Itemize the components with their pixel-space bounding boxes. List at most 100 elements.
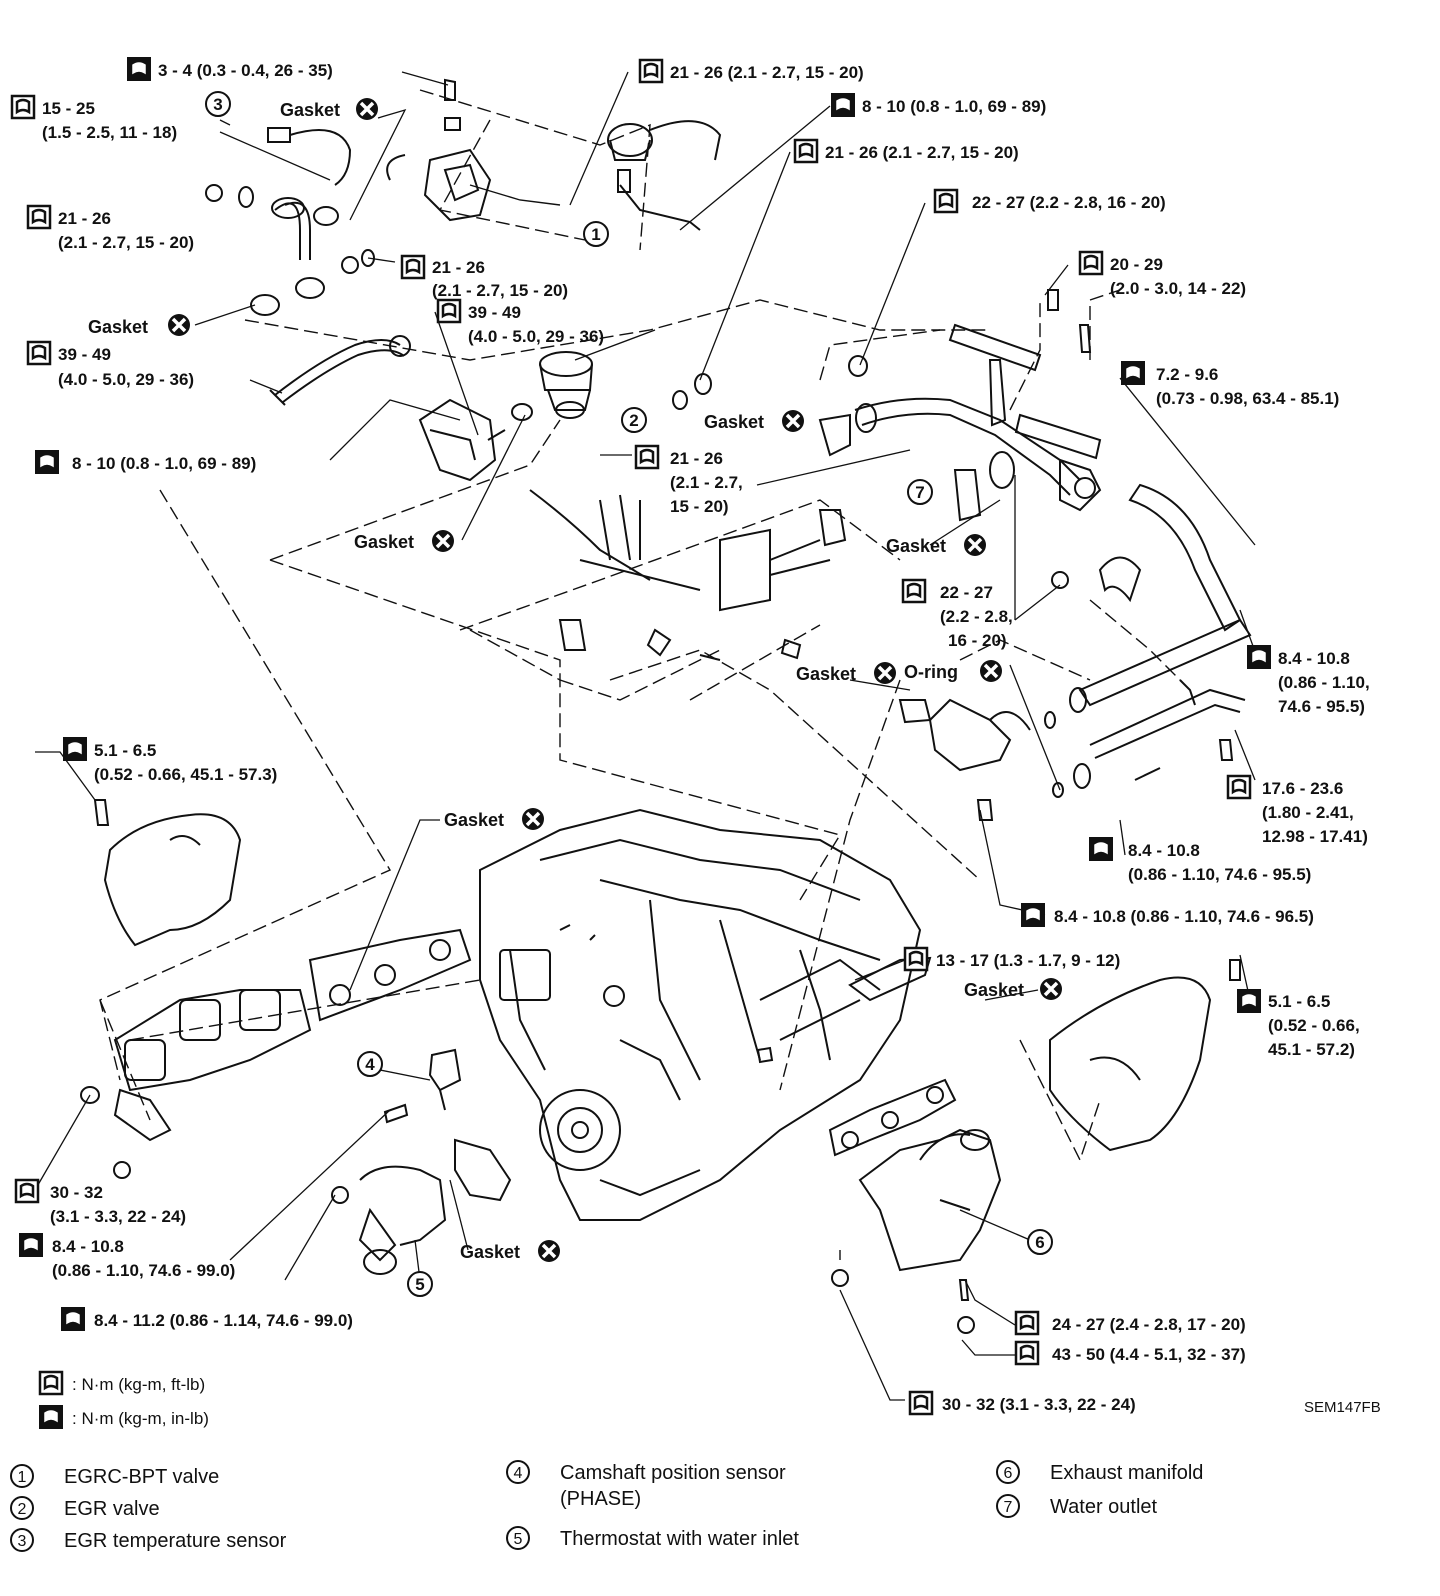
svg-text:8.4 - 10.8: 8.4 - 10.8 (1128, 841, 1200, 860)
callout-1: 1 (583, 221, 609, 247)
svg-text:8.4 - 11.2 (0.86 - 1.14, 74.6: 8.4 - 11.2 (0.86 - 1.14, 74.6 - 99.0) (94, 1311, 353, 1330)
svg-text:24 - 27 (2.4 - 2.8, 17 - 20): 24 - 27 (2.4 - 2.8, 17 - 20) (1052, 1315, 1246, 1334)
egrc-bpt-valve-assembly (386, 78, 722, 231)
svg-text:(0.86 - 1.10,: (0.86 - 1.10, (1278, 673, 1370, 692)
svg-text:21 - 26: 21 - 26 (432, 258, 485, 277)
svg-text:16 - 20): 16 - 20) (948, 631, 1007, 650)
part-name: Thermostat with water inlet (560, 1528, 799, 1550)
right-heat-insulator (1049, 959, 1241, 1152)
svg-text:8 - 10 (0.8 - 1.0, 69 - 89): 8 - 10 (0.8 - 1.0, 69 - 89) (862, 97, 1046, 116)
torque-label-18: 17.6 - 23.6 (1.80 - 2.41, 12.98 - 17.41) (1226, 774, 1368, 846)
torque-label-8: 21 - 26 (2.1 - 2.7, 15 - 20) (400, 254, 568, 300)
svg-text:5.1 - 6.5: 5.1 - 6.5 (1268, 992, 1330, 1011)
svg-text:Gasket: Gasket (886, 536, 946, 556)
torque-label-15: 22 - 27 (2.2 - 2.8, 16 - 20) (901, 578, 1013, 650)
part-name: EGR temperature sensor (64, 1530, 287, 1552)
svg-text:(0.52 - 0.66,: (0.52 - 0.66, (1268, 1016, 1360, 1035)
svg-text:17.6 - 23.6: 17.6 - 23.6 (1262, 779, 1343, 798)
svg-text:15 - 20): 15 - 20) (670, 497, 729, 516)
torque-label-10: 39 - 49 (4.0 - 5.0, 29 - 36) (436, 298, 604, 346)
torque-label-23: 30 - 32 (3.1 - 3.3, 22 - 24) (14, 1178, 186, 1226)
gasket-label-4: Gasket (354, 528, 456, 554)
svg-text:30 - 32: 30 - 32 (50, 1183, 103, 1202)
left-heat-insulator (93, 799, 242, 947)
svg-text:Gasket: Gasket (354, 532, 414, 552)
svg-text:3 - 4 (0.3 - 0.4, 26 - 35): 3 - 4 (0.3 - 0.4, 26 - 35) (158, 61, 333, 80)
svg-text:2: 2 (629, 411, 638, 430)
svg-text:21 - 26: 21 - 26 (58, 209, 111, 228)
egr-pipe (269, 335, 411, 406)
svg-text:74.6 - 95.5): 74.6 - 95.5) (1278, 697, 1365, 716)
svg-text:(2.2 - 2.8,: (2.2 - 2.8, (940, 607, 1013, 626)
torque-label-26: 24 - 27 (2.4 - 2.8, 17 - 20) (1014, 1310, 1246, 1336)
torque-label-22: 5.1 - 6.5 (0.52 - 0.66, 45.1 - 57.2) (1237, 989, 1360, 1059)
replace-icon (520, 806, 546, 832)
egr-passage-bracket (418, 398, 506, 482)
replace-icon (978, 658, 1004, 684)
camshaft-position-sensor (383, 1048, 462, 1124)
callout-number: 3 (10, 1528, 34, 1552)
torque-label-5: 21 - 26 (2.1 - 2.7, 15 - 20) (793, 138, 1019, 164)
svg-text:(3.1 - 3.3, 22 - 24): (3.1 - 3.3, 22 - 24) (50, 1207, 186, 1226)
svg-text:15 - 25: 15 - 25 (42, 99, 95, 118)
torque-label-27: 43 - 50 (4.4 - 5.1, 32 - 37) (1014, 1340, 1246, 1366)
torque-label-16: 8.4 - 10.8 (0.86 - 1.10, 74.6 - 95.5) (1247, 645, 1370, 716)
svg-text:(2.1 - 2.7,: (2.1 - 2.7, (670, 473, 743, 492)
torque-label-3: 15 - 25 (1.5 - 2.5, 11 - 18) (10, 94, 177, 142)
torque-label-11: 39 - 49 (4.0 - 5.0, 29 - 36) (26, 340, 194, 389)
callout-4: 4 (357, 1051, 383, 1077)
torque-label-6: 21 - 26 (2.1 - 2.7, 15 - 20) (26, 204, 194, 252)
callout-number: 6 (996, 1460, 1020, 1484)
torque-label-13: 8 - 10 (0.8 - 1.0, 69 - 89) (35, 450, 256, 474)
torque-in-lb-icon (39, 1405, 63, 1429)
svg-text:(0.86 - 1.10, 74.6 - 95.5): (0.86 - 1.10, 74.6 - 95.5) (1128, 865, 1311, 884)
water-outlet (818, 289, 1242, 632)
svg-text:Gasket: Gasket (460, 1242, 520, 1262)
torque-label-28: 30 - 32 (3.1 - 3.3, 22 - 24) (908, 1390, 1136, 1416)
svg-text:(0.52 - 0.66, 45.1 - 57.3): (0.52 - 0.66, 45.1 - 57.3) (94, 765, 277, 784)
replace-icon (430, 528, 456, 554)
parts-key-item: 5 Thermostat with water inlet (506, 1526, 799, 1552)
gasket-label-1: Gasket (280, 96, 380, 122)
engine-top-gasket (756, 956, 932, 1064)
exploded-view-diagram: 3 - 4 (0.3 - 0.4, 26 - 35) 21 - 26 (2.1 … (10, 57, 1381, 1429)
svg-text:(2.1 - 2.7, 15 - 20): (2.1 - 2.7, 15 - 20) (58, 233, 194, 252)
torque-label-9: 20 - 29 (2.0 - 3.0, 14 - 22) (1078, 250, 1246, 298)
svg-text:Gasket: Gasket (796, 664, 856, 684)
parts-key-list: 1 EGRC-BPT valve 2 EGR valve 3 EGR tempe… (0, 1446, 1440, 1596)
egr-tube (205, 184, 375, 316)
parts-key-item: 1 EGRC-BPT valve (10, 1464, 219, 1490)
torque-label-7: 22 - 27 (2.2 - 2.8, 16 - 20) (933, 188, 1166, 214)
torque-label-4: 8 - 10 (0.8 - 1.0, 69 - 89) (831, 93, 1046, 117)
engine-block (479, 808, 922, 1221)
torque-label-1: 3 - 4 (0.3 - 0.4, 26 - 35) (127, 57, 333, 81)
replace-icon (1038, 976, 1064, 1002)
part-name: EGRC-BPT valve (64, 1466, 220, 1488)
leader-lines (34, 71, 1259, 1401)
torque-label-17: 5.1 - 6.5 (0.52 - 0.66, 45.1 - 57.3) (63, 737, 277, 784)
water-pipe-oring (898, 698, 1064, 821)
svg-text:8.4 - 10.8: 8.4 - 10.8 (1278, 649, 1350, 668)
svg-text:O-ring: O-ring (904, 662, 958, 682)
svg-text:20 - 29: 20 - 29 (1110, 255, 1163, 274)
gasket-label-8: Gasket (964, 976, 1064, 1002)
svg-text:39 - 49: 39 - 49 (58, 345, 111, 364)
parts-key-item: 4 Camshaft position sensor (PHASE) (506, 1460, 850, 1512)
gasket-label-3: Gasket (704, 408, 806, 434)
svg-text:6: 6 (1035, 1233, 1044, 1252)
part-name: EGR valve (64, 1498, 160, 1520)
callout-number: 4 (506, 1460, 530, 1484)
torque-label-19: 8.4 - 10.8 (0.86 - 1.10, 74.6 - 95.5) (1089, 837, 1311, 884)
svg-text:(4.0 - 5.0, 29 - 36): (4.0 - 5.0, 29 - 36) (468, 327, 604, 346)
torque-label-14: 21 - 26 (2.1 - 2.7, 15 - 20) (634, 444, 743, 516)
parts-key-item: 7 Water outlet (996, 1494, 1157, 1520)
thermostat-water-inlet (331, 1138, 512, 1275)
svg-text:Gasket: Gasket (704, 412, 764, 432)
svg-text:3: 3 (213, 95, 222, 114)
gasket-label-9: Gasket (460, 1238, 562, 1264)
svg-text:21 - 26 (2.1 - 2.7, 15 - 20): 21 - 26 (2.1 - 2.7, 15 - 20) (670, 63, 864, 82)
svg-text:13 - 17 (1.3 - 1.7, 9 - 12): 13 - 17 (1.3 - 1.7, 9 - 12) (936, 951, 1120, 970)
svg-text:5.1 - 6.5: 5.1 - 6.5 (94, 741, 156, 760)
svg-text:Gasket: Gasket (444, 810, 504, 830)
svg-text:8 - 10 (0.8 - 1.0, 69 - 89): 8 - 10 (0.8 - 1.0, 69 - 89) (72, 454, 256, 473)
